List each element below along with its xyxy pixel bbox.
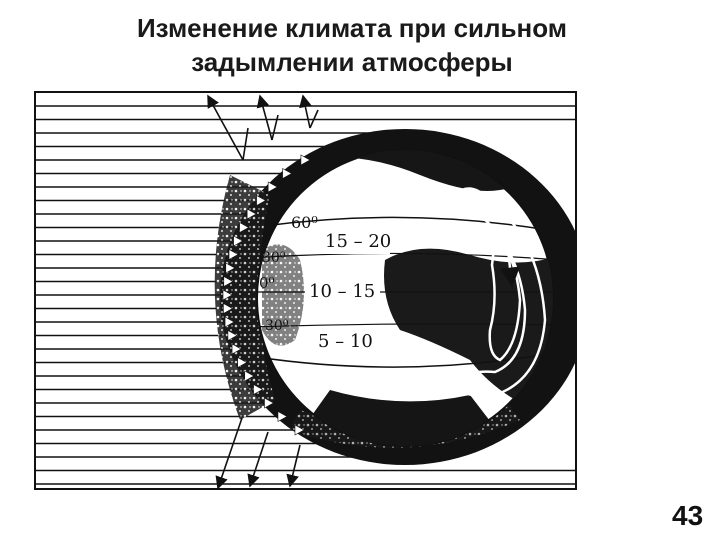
temp-band-10-15: 10 – 15	[309, 281, 375, 302]
lat-label-60: 60⁰	[291, 213, 318, 232]
lat-label-30-south: 30⁰	[265, 318, 289, 334]
lat-label-30-north: 30⁰	[262, 250, 286, 266]
page-number: 43	[672, 500, 703, 532]
temp-band-15-20: 15 – 20	[325, 231, 391, 252]
lat-label-0: 0⁰	[259, 274, 275, 292]
temp-band-5-10: 5 – 10	[318, 331, 373, 352]
